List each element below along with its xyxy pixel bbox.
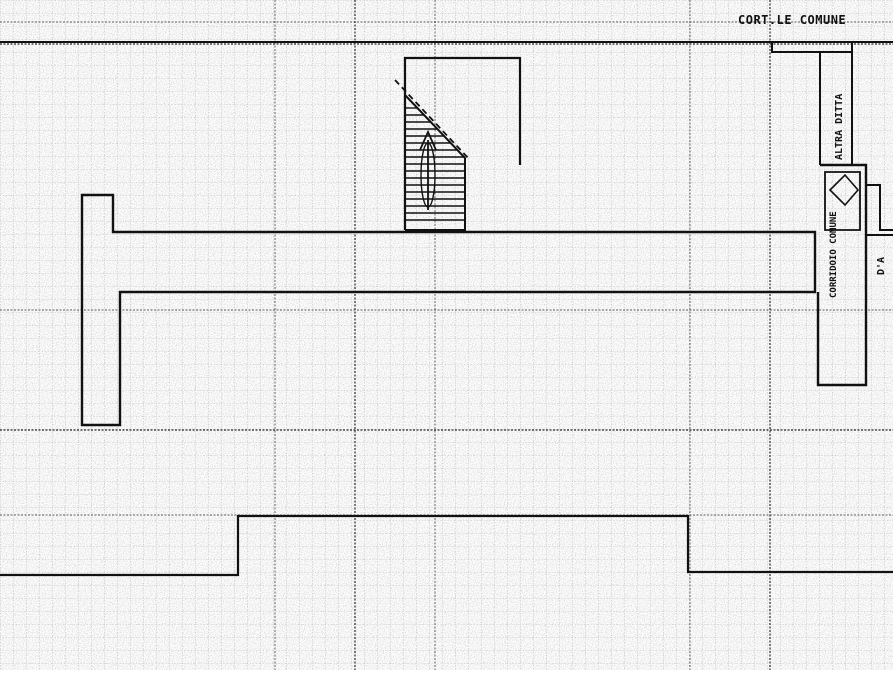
label-corridoio-comune: CORRIDOIO COMUNE [829,211,839,298]
corridor-inner-box [824,171,861,231]
stairwell-outline [403,56,522,230]
stair-cut-line [394,79,471,161]
corridor-outline [816,163,868,387]
stair-direction-arrow-icon [419,129,437,210]
lower-boundary-line [0,514,893,577]
label-cortile-comune: CORT.LE COMUNE [738,13,846,27]
label-altra-ditta: ALTRA DITTA [834,94,845,160]
far-right-wall [866,184,893,231]
stair-arrow-ellipse [420,142,436,208]
stair-flight-outline [404,94,466,231]
corridor-arrow-symbol [828,173,860,207]
wall-outline [80,193,817,427]
label-altra-ditta-fragment: D'A [876,257,887,275]
top-right-strip [771,41,853,53]
